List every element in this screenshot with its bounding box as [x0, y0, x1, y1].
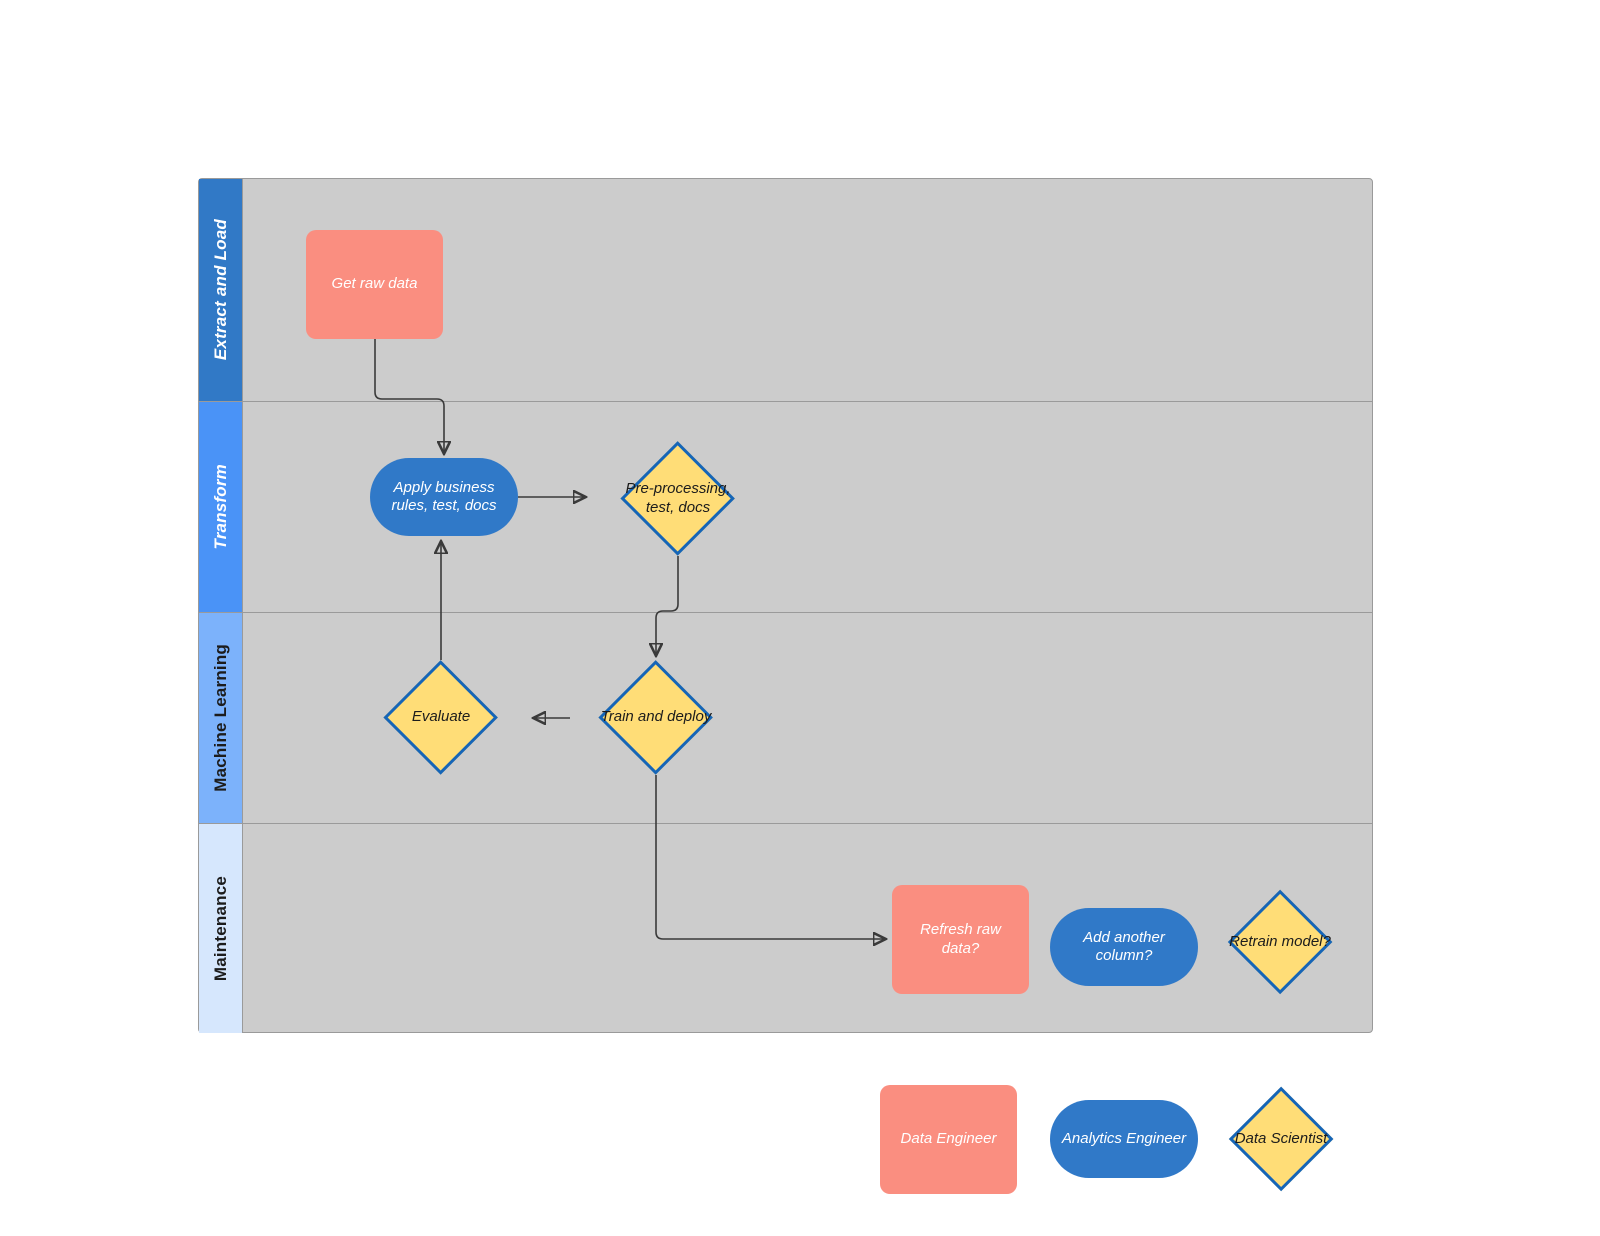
node-train-and-deploy[interactable]: Train and deploy: [570, 660, 742, 775]
node-label: Analytics Engineer: [1061, 1129, 1187, 1147]
node-data-scientist[interactable]: Data Scientist: [1213, 1087, 1349, 1192]
node-refresh-raw-data[interactable]: Refresh raw data?: [892, 885, 1029, 994]
node-data-engineer[interactable]: Data Engineer: [880, 1085, 1017, 1194]
node-label: Apply business rules, test, docs: [391, 478, 497, 514]
node-label: Get raw data: [331, 275, 418, 293]
node-label: Retrain model?: [1229, 933, 1331, 951]
lane-transform: Transform: [199, 402, 1372, 613]
lane-header-maintenance[interactable]: Maintenance: [199, 824, 243, 1033]
lane-header-transform[interactable]: Transform: [199, 402, 243, 612]
node-retrain-model[interactable]: Retrain model?: [1212, 890, 1348, 995]
node-analytics-engineer[interactable]: Analytics Engineer: [1050, 1100, 1198, 1178]
node-label: Train and deploy: [600, 708, 712, 726]
lane-maintenance: Maintenance: [199, 824, 1372, 1033]
lane-extract-and-load: Extract and Load: [199, 179, 1372, 402]
node-get-raw-data[interactable]: Get raw data: [306, 230, 443, 339]
lane-header-machine-learning[interactable]: Machine Learning: [199, 613, 243, 823]
node-label: Data Engineer: [900, 1130, 997, 1148]
node-apply-rules[interactable]: Apply business rules, test, docs: [370, 458, 518, 536]
legend: Data Engineer Analytics Engineer Data Scie…: [880, 1085, 1360, 1194]
node-label: Add another column?: [1083, 928, 1165, 964]
node-add-another-column[interactable]: Add another column?: [1050, 908, 1198, 986]
node-label: Pre-processing, test, docs: [625, 480, 731, 516]
node-pre-processing[interactable]: Pre-processing, test, docs: [592, 441, 764, 556]
node-label: Refresh raw data?: [920, 921, 1001, 957]
node-evaluate[interactable]: Evaluate: [355, 660, 527, 775]
lane-label-maintenance: Maintenance: [210, 875, 230, 982]
lane-label-transform: Transform: [210, 464, 230, 550]
lane-label-extract-and-load: Extract and Load: [210, 219, 230, 361]
node-label: Evaluate: [411, 708, 471, 726]
lane-label-machine-learning: Machine Learning: [210, 644, 230, 792]
node-label: Data Scientist: [1234, 1130, 1328, 1148]
lane-header-extract-and-load[interactable]: Extract and Load: [199, 179, 243, 401]
